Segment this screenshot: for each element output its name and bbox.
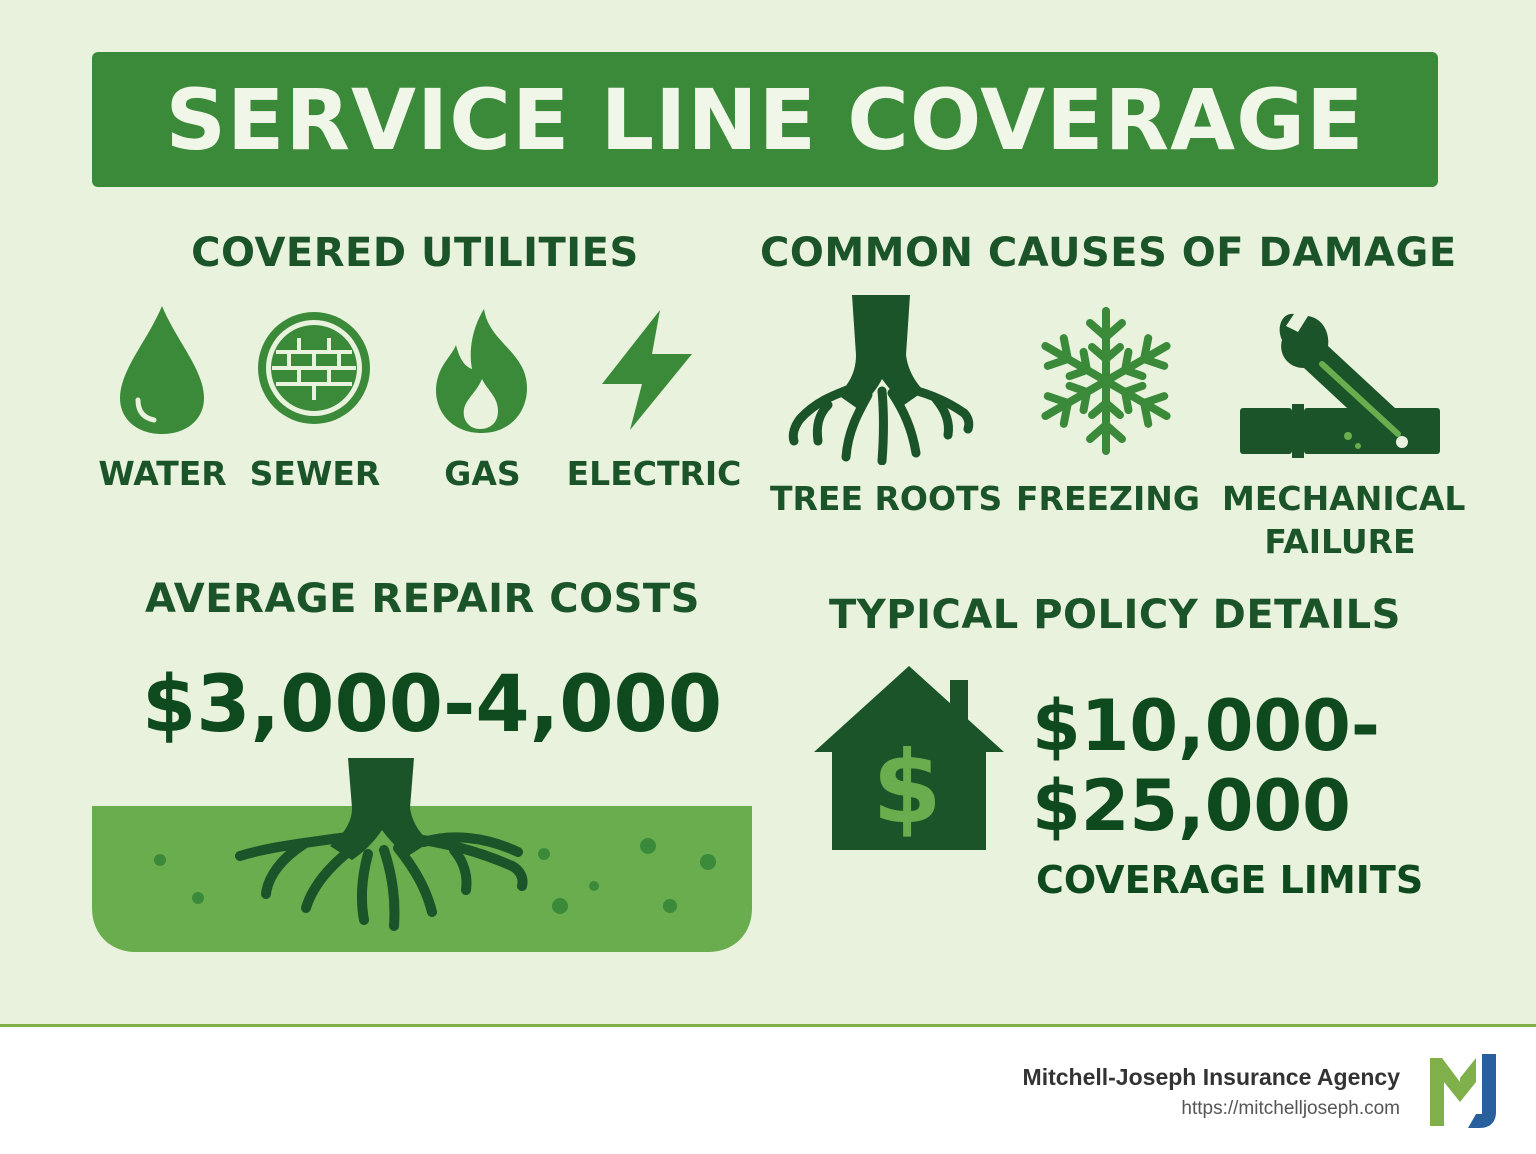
agency-name: Mitchell-Joseph Insurance Agency xyxy=(1022,1064,1400,1090)
footer xyxy=(0,1024,1536,1154)
mj-logo-icon xyxy=(1428,1052,1500,1130)
causes-heading: COMMON CAUSES OF DAMAGE xyxy=(760,230,1457,276)
svg-text:$: $ xyxy=(872,729,942,846)
agency-url[interactable]: https://mitchelljoseph.com xyxy=(1181,1098,1400,1119)
roots-in-soil-icon xyxy=(92,758,754,954)
cause-label-mechanical: MECHANICAL xyxy=(1222,479,1466,518)
cause-label-tree-roots: TREE ROOTS xyxy=(770,479,1003,518)
cause-label-freezing: FREEZING xyxy=(1016,479,1200,518)
coverage-limit-max: $25,000 xyxy=(1032,765,1351,847)
utility-label-sewer: SEWER xyxy=(249,454,381,493)
snowflake-icon xyxy=(1032,306,1180,456)
page-title: SERVICE LINE COVERAGE xyxy=(165,70,1365,169)
lightning-bolt-icon xyxy=(598,308,694,432)
repair-cost-amount: $3,000-4,000 xyxy=(142,660,723,750)
house-dollar-icon: $ xyxy=(812,664,1006,854)
repair-costs-heading: AVERAGE REPAIR COSTS xyxy=(145,576,700,622)
coverage-limits-caption: COVERAGE LIMITS xyxy=(1036,858,1424,902)
utility-label-water: WATER xyxy=(98,454,227,493)
water-drop-icon xyxy=(112,300,212,440)
coverage-limit-min: $10,000- xyxy=(1032,685,1380,767)
policy-details-heading: TYPICAL POLICY DETAILS xyxy=(829,592,1401,638)
wrench-pipe-icon xyxy=(1238,298,1442,468)
manhole-cover-icon xyxy=(254,308,374,428)
utility-label-electric: ELECTRIC xyxy=(566,454,742,493)
title-banner: SERVICE LINE COVERAGE xyxy=(92,52,1438,187)
cause-label-failure: FAILURE xyxy=(1264,522,1416,561)
utility-label-gas: GAS xyxy=(444,454,521,493)
covered-utilities-heading: COVERED UTILITIES xyxy=(191,230,639,276)
flame-icon xyxy=(430,305,532,437)
tree-roots-icon xyxy=(788,295,974,465)
